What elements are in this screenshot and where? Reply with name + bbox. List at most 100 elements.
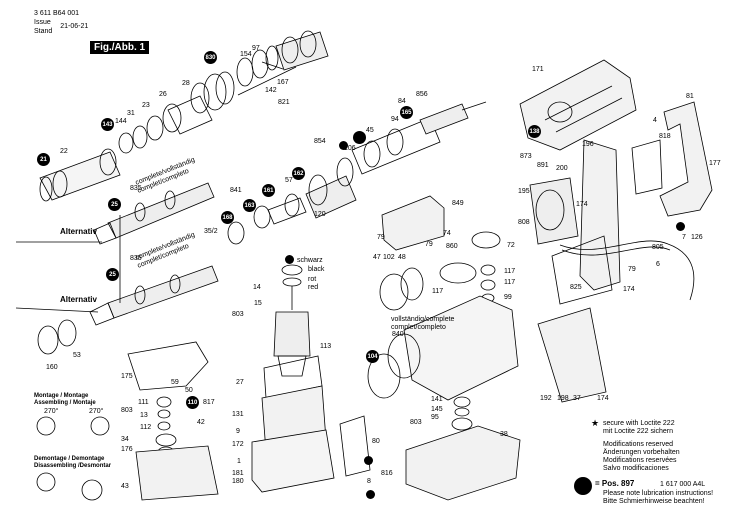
part-label: 45 [366, 127, 374, 134]
note-mod-1: Modifications reserved [603, 441, 674, 448]
callout-168: 168 [221, 211, 234, 224]
part-label: 196 [582, 141, 594, 148]
note-loctite-1: secure with Loctite 222 [603, 420, 675, 427]
part-label: 144 [115, 118, 127, 125]
part-label: 803 [232, 311, 244, 318]
part-label: 35/2 [204, 228, 218, 235]
montage-text-2: Assembling / Montaje [34, 400, 96, 406]
part-label: 120 [314, 211, 326, 218]
part-label: 48 [398, 254, 406, 261]
alternativ-label-2: Alternativ [60, 295, 97, 304]
vollstandig-text-b: complet/completo [391, 324, 446, 331]
part-label: 805 [652, 244, 664, 251]
star-icon: ★ [591, 418, 600, 428]
callout-165: 165 [400, 106, 413, 119]
doc-header: 3 611 B64 001 Issue Stand 21-06-21 [34, 9, 88, 36]
part-label: 26 [159, 91, 167, 98]
part-label: 79 [628, 266, 636, 273]
wire-red-en: red [308, 284, 319, 291]
part-label: 174 [597, 395, 609, 402]
part-label: 873 [520, 153, 532, 160]
part-label: 14 [253, 284, 261, 291]
part-label: 154 [240, 51, 252, 58]
wire-marker-a2 [676, 222, 685, 231]
stand-label: Stand [34, 28, 53, 35]
callout-25b: 25 [106, 268, 119, 281]
wire-black-de: schwarz [297, 257, 323, 264]
montage-text-4: Disassembling /Desmontar [34, 463, 112, 469]
part-label: 23 [142, 102, 150, 109]
note-mod-4: Salvo modificaciones [603, 465, 669, 472]
note-lube-2: Bitte Schmierhinweise beachten! [603, 498, 705, 505]
part-label: 171 [532, 66, 544, 73]
part-label: 176 [121, 446, 133, 453]
part-label: 79 [425, 241, 433, 248]
part-label: 81 [686, 93, 694, 100]
part-label: 142 [265, 87, 277, 94]
part-label: 131 [232, 411, 244, 418]
part-label: 195 [518, 188, 530, 195]
callout-830: 830 [204, 51, 217, 64]
part-label: 854 [314, 138, 326, 145]
doc-number: 3 611 B64 001 [34, 10, 80, 17]
part-label: 167 [277, 79, 289, 86]
part-label: 53 [73, 352, 81, 359]
part-label: 6 [656, 261, 660, 268]
lube-callout-45 [353, 131, 366, 144]
part-label: 72 [507, 242, 515, 249]
vollstandig-text-a: vollständig/complete [391, 316, 455, 323]
wire-marker-x2 [364, 456, 373, 465]
part-label: 849 [452, 200, 464, 207]
callout-163: 163 [243, 199, 256, 212]
part-label: 28 [182, 80, 190, 87]
note-mod-3: Modifications reservées [603, 457, 677, 464]
part-label: 172 [232, 441, 244, 448]
part-label: 160 [46, 364, 58, 371]
part-label: 141 [431, 396, 443, 403]
part-label: 803 [410, 419, 422, 426]
part-label: 825 [570, 284, 582, 291]
part-label: 803 [121, 407, 133, 414]
part-label: 174 [623, 286, 635, 293]
angle-2: 270° [89, 408, 104, 415]
part-label: 106 [344, 145, 356, 152]
part-label: 145 [431, 406, 443, 413]
part-label: 31 [127, 110, 135, 117]
part-label: 117 [432, 288, 444, 295]
callout-161: 161 [262, 184, 275, 197]
part-label: 102 [383, 254, 395, 261]
part-label: 821 [278, 99, 290, 106]
part-label: 117 [504, 268, 516, 275]
wire-marker-x [285, 255, 294, 264]
part-label: 43 [121, 483, 129, 490]
part-label: 177 [709, 160, 721, 167]
part-label: 34 [121, 436, 129, 443]
part-label: 94 [391, 116, 399, 123]
part-label: 174 [576, 201, 588, 208]
callout-25a: 25 [108, 198, 121, 211]
note-mod-2: Änderungen vorbehalten [603, 449, 680, 456]
part-label: 113 [320, 343, 332, 350]
callout-138: 138 [528, 125, 541, 138]
part-label: 50 [185, 387, 193, 394]
wire-black-en: black [308, 266, 325, 273]
callout-104a: 104 [366, 350, 379, 363]
part-label: 47 [373, 254, 381, 261]
montage-text-3: Demontage / Demontage [34, 456, 105, 462]
part-label: 835 [130, 185, 142, 192]
part-label: 816 [381, 470, 393, 477]
part-label: 84 [398, 98, 406, 105]
part-label: 27 [236, 379, 244, 386]
part-label: 15 [254, 300, 262, 307]
part-label: 175 [121, 373, 133, 380]
part-label: 181 [232, 470, 244, 477]
part-label: 835 [130, 255, 142, 262]
part-label: 37 [573, 395, 581, 402]
part-label: 111 [138, 399, 149, 406]
part-label: 817 [203, 399, 215, 406]
part-label: 99 [504, 294, 512, 301]
part-label: 13 [140, 412, 148, 419]
part-label: 57 [285, 177, 293, 184]
part-label: 818 [659, 133, 671, 140]
